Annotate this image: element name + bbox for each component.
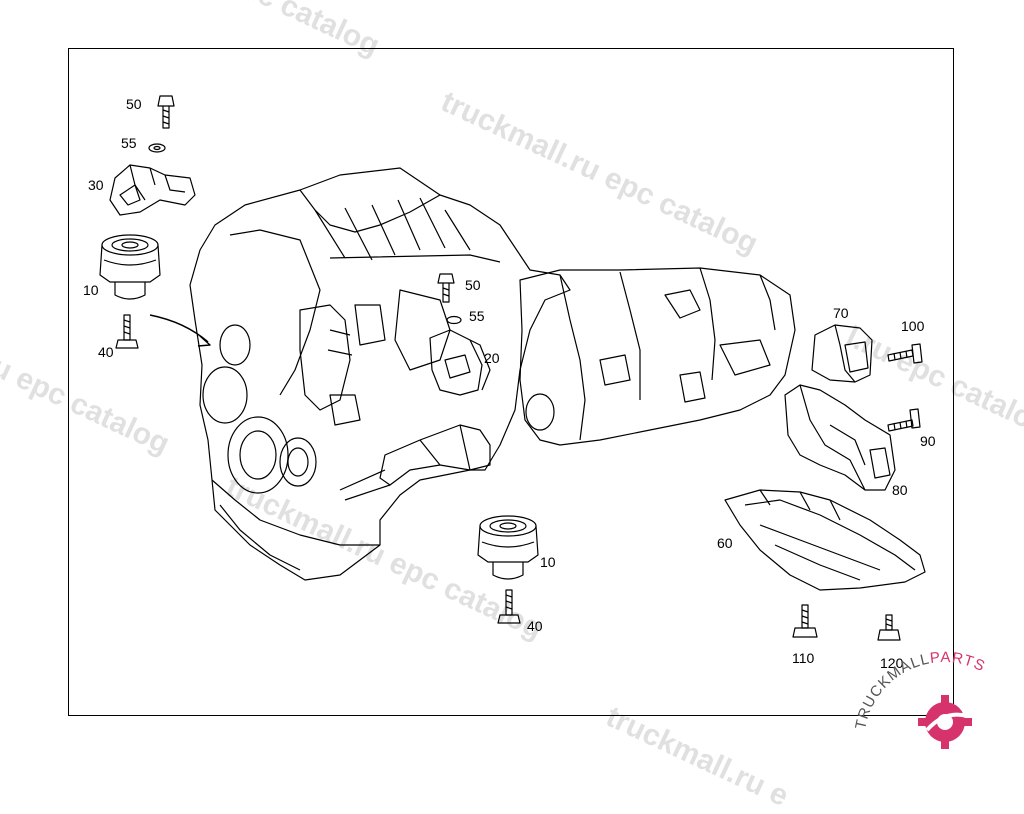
callout-40-mid: 40 xyxy=(527,618,543,634)
callout-120: 120 xyxy=(880,655,904,671)
washer-55-top xyxy=(148,143,166,153)
callout-80: 80 xyxy=(892,482,908,498)
gear-icon xyxy=(918,695,972,749)
bracket-30 xyxy=(109,164,196,216)
callout-60: 60 xyxy=(717,535,733,551)
arrow-head xyxy=(197,335,211,347)
logo-text-parts: PARTS xyxy=(929,650,988,675)
bolt-120 xyxy=(877,614,901,641)
transmission-crossmember-60 xyxy=(724,489,926,591)
engine-drawing xyxy=(189,167,571,581)
bolt-40-left xyxy=(115,314,139,349)
diagram-frame xyxy=(68,48,954,716)
callout-55-mid: 55 xyxy=(469,308,485,324)
engine-mount-10-mid xyxy=(477,515,539,580)
callout-100: 100 xyxy=(901,318,925,334)
callout-40-left: 40 xyxy=(98,344,114,360)
arrow-mount-to-engine xyxy=(149,314,209,343)
bolt-100 xyxy=(887,343,923,364)
callout-30: 30 xyxy=(88,177,104,193)
bolt-50-top xyxy=(157,95,175,129)
callout-70: 70 xyxy=(833,305,849,321)
crossmember-bracket-80 xyxy=(784,384,896,491)
bolt-110 xyxy=(792,604,818,638)
callout-110: 110 xyxy=(792,650,815,666)
parts-diagram: 50 55 30 10 40 50 55 20 70 100 90 80 60 … xyxy=(83,95,936,671)
callout-50-top: 50 xyxy=(126,96,142,112)
truckmall-parts-logo: TRUCKMALLPARTS xyxy=(852,650,988,749)
transmission-drawing xyxy=(519,267,796,446)
callout-55-top: 55 xyxy=(121,135,137,151)
bracket-20 xyxy=(429,329,491,396)
engine-support-bracket xyxy=(339,424,491,501)
callout-90: 90 xyxy=(920,433,936,449)
callout-20: 20 xyxy=(484,350,500,366)
callout-10-left: 10 xyxy=(83,282,99,298)
washer-55-mid xyxy=(446,315,462,325)
callout-10-mid: 10 xyxy=(540,554,556,570)
bolt-50-mid xyxy=(437,273,455,303)
bolt-40-mid xyxy=(497,589,521,624)
callout-50-mid: 50 xyxy=(465,277,481,293)
bolt-90 xyxy=(887,408,921,432)
engine-mount-10-left xyxy=(99,234,161,300)
transmission-mount-70 xyxy=(811,324,873,383)
